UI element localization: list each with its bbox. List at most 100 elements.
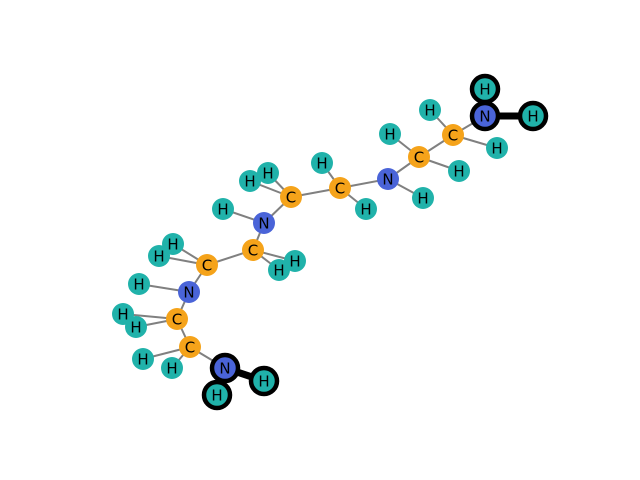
atom-label-h22: H bbox=[258, 373, 269, 391]
atom-h12: H bbox=[212, 198, 234, 220]
atom-h8: H bbox=[311, 152, 333, 174]
atom-label-h7: H bbox=[417, 190, 428, 208]
atom-c3: C bbox=[329, 177, 351, 199]
atom-h5: H bbox=[379, 123, 401, 145]
atom-n5: N bbox=[209, 352, 241, 384]
atom-label-c6: C bbox=[202, 257, 212, 275]
atom-node-n4 bbox=[178, 281, 200, 303]
atom-n2: N bbox=[377, 168, 399, 190]
atom-node-c3 bbox=[329, 177, 351, 199]
atom-node-h2 bbox=[517, 100, 549, 132]
atom-label-c2: C bbox=[414, 149, 424, 167]
atom-h4: H bbox=[486, 137, 508, 159]
atom-c4: C bbox=[280, 186, 302, 208]
atom-label-h12: H bbox=[217, 201, 228, 219]
atom-node-c6 bbox=[196, 254, 218, 276]
atom-label-h19: H bbox=[130, 319, 141, 337]
atom-h14: H bbox=[268, 259, 290, 281]
atom-label-n3: N bbox=[258, 215, 269, 233]
atom-node-c5 bbox=[242, 239, 264, 261]
atom-h13: H bbox=[284, 250, 306, 272]
atom-label-h3: H bbox=[424, 102, 435, 120]
atom-node-n2 bbox=[377, 168, 399, 190]
atom-label-h8: H bbox=[316, 155, 327, 173]
atom-h2: H bbox=[517, 100, 549, 132]
atom-c8: C bbox=[179, 336, 201, 358]
atom-node-c7 bbox=[166, 308, 188, 330]
atom-h6: H bbox=[448, 160, 470, 182]
atom-node-n5 bbox=[209, 352, 241, 384]
atom-node-h19 bbox=[125, 316, 147, 338]
atom-h10: H bbox=[257, 162, 279, 184]
atom-label-c5: C bbox=[248, 242, 258, 260]
atom-label-h5: H bbox=[384, 126, 395, 144]
atom-node-h20 bbox=[132, 348, 154, 370]
atom-c6: C bbox=[196, 254, 218, 276]
atom-label-c3: C bbox=[335, 180, 345, 198]
atom-label-h23: H bbox=[211, 387, 222, 405]
atom-label-h21: H bbox=[166, 360, 177, 378]
atom-node-h16 bbox=[148, 245, 170, 267]
atom-label-h2: H bbox=[527, 108, 538, 126]
atom-c1: C bbox=[442, 124, 464, 146]
atom-h9: H bbox=[355, 198, 377, 220]
atom-label-h14: H bbox=[273, 262, 284, 280]
atom-label-n1: N bbox=[479, 108, 490, 126]
atom-label-c4: C bbox=[286, 189, 296, 207]
atom-label-c7: C bbox=[172, 311, 182, 329]
atom-h23: H bbox=[201, 379, 233, 411]
atom-label-h1: H bbox=[479, 81, 490, 99]
atom-label-n4: N bbox=[183, 284, 194, 302]
atom-label-h6: H bbox=[453, 163, 464, 181]
atom-label-c1: C bbox=[448, 127, 458, 145]
atom-h20: H bbox=[132, 348, 154, 370]
atom-h16: H bbox=[148, 245, 170, 267]
atom-node-c1 bbox=[442, 124, 464, 146]
atom-node-h10 bbox=[257, 162, 279, 184]
atom-h17: H bbox=[128, 273, 150, 295]
atom-h22: H bbox=[248, 365, 280, 397]
atom-label-h9: H bbox=[360, 201, 371, 219]
atom-node-h8 bbox=[311, 152, 333, 174]
atom-n3: N bbox=[253, 212, 275, 234]
atom-h1: H bbox=[469, 73, 501, 105]
atom-node-h13 bbox=[284, 250, 306, 272]
atom-h7: H bbox=[412, 187, 434, 209]
atom-node-h7 bbox=[412, 187, 434, 209]
atom-node-h1 bbox=[469, 73, 501, 105]
atom-label-h10: H bbox=[262, 165, 273, 183]
atom-label-c8: C bbox=[185, 339, 195, 357]
atom-label-h18: H bbox=[117, 306, 128, 324]
atom-c2: C bbox=[408, 146, 430, 168]
atom-node-h6 bbox=[448, 160, 470, 182]
atom-label-h20: H bbox=[137, 351, 148, 369]
atom-label-h4: H bbox=[491, 140, 502, 158]
atom-node-h12 bbox=[212, 198, 234, 220]
atom-n4: N bbox=[178, 281, 200, 303]
atom-n1: N bbox=[469, 100, 501, 132]
atom-c7: C bbox=[166, 308, 188, 330]
atom-node-h17 bbox=[128, 273, 150, 295]
atom-node-h23 bbox=[201, 379, 233, 411]
atom-node-h4 bbox=[486, 137, 508, 159]
atom-label-n2: N bbox=[382, 171, 393, 189]
atom-h19: H bbox=[125, 316, 147, 338]
atom-label-n5: N bbox=[219, 360, 230, 378]
atom-node-c4 bbox=[280, 186, 302, 208]
atom-node-n3 bbox=[253, 212, 275, 234]
atom-node-h14 bbox=[268, 259, 290, 281]
atom-label-h17: H bbox=[133, 276, 144, 294]
atom-label-h15: H bbox=[167, 236, 178, 254]
atom-node-h3 bbox=[419, 99, 441, 121]
atom-node-h22 bbox=[248, 365, 280, 397]
atom-h3: H bbox=[419, 99, 441, 121]
atom-c5: C bbox=[242, 239, 264, 261]
atom-h11: H bbox=[239, 170, 261, 192]
atom-label-h13: H bbox=[289, 253, 300, 271]
atom-node-c8 bbox=[179, 336, 201, 358]
atom-node-h5 bbox=[379, 123, 401, 145]
atom-node-h11 bbox=[239, 170, 261, 192]
